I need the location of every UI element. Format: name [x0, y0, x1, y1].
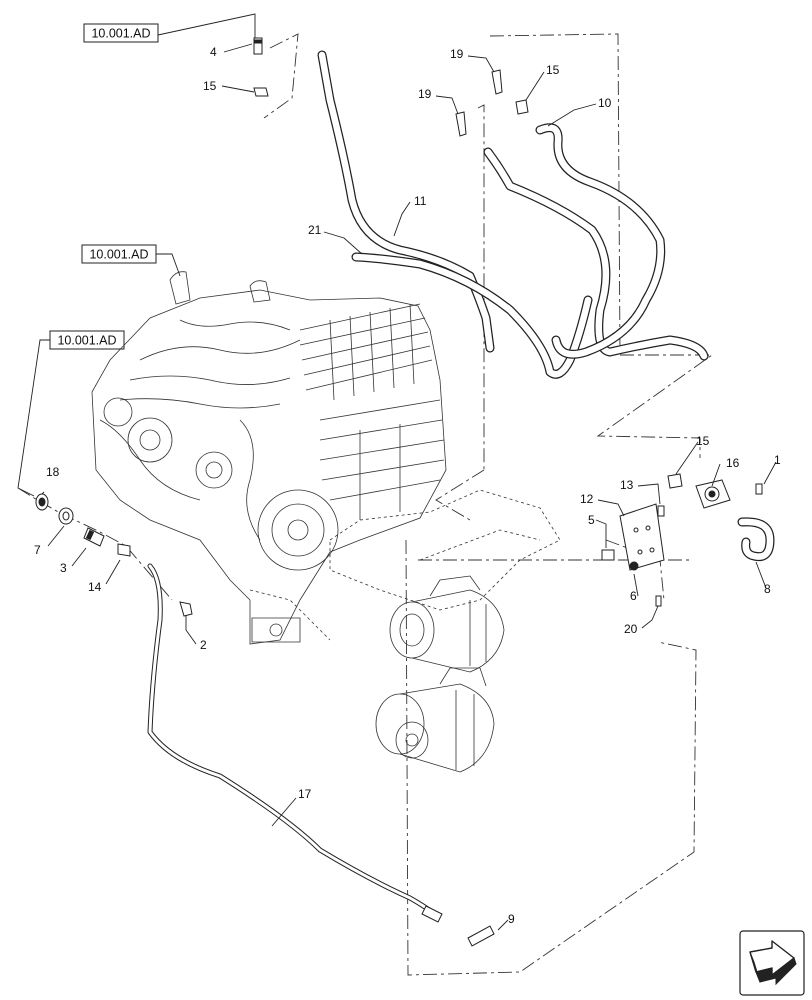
callout-15-mid: 15	[546, 63, 560, 77]
engine-assembly	[91, 271, 447, 645]
reference-box-engine-label: 10.001.AD	[89, 248, 148, 262]
callout-19-b: 19	[418, 87, 432, 101]
callout-13: 13	[620, 478, 634, 492]
leader-ref-top	[157, 13, 256, 40]
callout-15-right: 15	[696, 434, 710, 448]
part-20-screw[interactable]	[655, 595, 662, 607]
callout-15-top: 15	[203, 79, 217, 93]
part-15-clamp-right[interactable]	[667, 473, 683, 489]
callout-2: 2	[200, 638, 207, 652]
callout-10: 10	[598, 96, 612, 110]
part-7-cap[interactable]	[58, 507, 74, 525]
part-5-clip[interactable]	[601, 549, 615, 561]
callout-9: 9	[508, 912, 515, 926]
callout-5: 5	[588, 513, 595, 527]
drive-motor-upper	[389, 575, 505, 673]
leader-ref-engine	[156, 253, 181, 277]
part-1-screw[interactable]	[755, 483, 763, 495]
hose-8[interactable]	[737, 517, 775, 562]
part-19-fitting-a[interactable]	[491, 69, 503, 95]
callout-7: 7	[34, 543, 41, 557]
callout-21: 21	[308, 223, 322, 237]
callout-1: 1	[774, 453, 781, 467]
reference-box-left[interactable]: 10.001.AD	[49, 330, 125, 350]
part-4-fitting[interactable]	[253, 37, 263, 55]
drive-motor-lower	[375, 667, 495, 773]
part-19-fitting-b[interactable]	[455, 111, 467, 137]
reference-box-top-label: 10.001.AD	[91, 27, 150, 41]
part-14-clamp[interactable]	[117, 543, 131, 557]
part-13-bolt[interactable]	[657, 505, 665, 517]
part-2-elbow[interactable]	[179, 601, 193, 617]
hose-10[interactable]	[535, 123, 666, 359]
callout-12: 12	[580, 492, 594, 506]
callout-19-a: 19	[450, 47, 464, 61]
part-3-adapter[interactable]	[83, 527, 105, 547]
reference-box-left-label: 10.001.AD	[57, 334, 116, 348]
callout-4: 4	[210, 45, 217, 59]
callout-18: 18	[46, 465, 60, 479]
reference-box-top[interactable]: 10.001.AD	[83, 23, 159, 43]
callout-labels: 4 15 19 15 19 10 11 21 15 16 1 13 12 5 6…	[34, 45, 781, 926]
callout-14: 14	[88, 580, 102, 594]
part-6-nut[interactable]	[629, 561, 639, 571]
part-15-clamp-top[interactable]	[253, 87, 269, 97]
part-9-fitting[interactable]	[467, 925, 495, 947]
frame-plate	[249, 489, 561, 641]
callout-17: 17	[298, 787, 312, 801]
callout-16: 16	[726, 456, 740, 470]
callout-8: 8	[764, 582, 771, 596]
callout-20: 20	[624, 622, 638, 636]
hose-17[interactable]	[147, 563, 435, 915]
part-12-bracket[interactable]	[619, 503, 665, 571]
hose-return[interactable]	[483, 147, 709, 361]
callout-11: 11	[414, 194, 427, 208]
hose-21[interactable]	[351, 252, 593, 379]
direction-arrow-icon	[739, 930, 805, 996]
callout-6: 6	[630, 589, 637, 603]
reference-box-engine[interactable]: 10.001.AD	[81, 244, 157, 264]
hose-11[interactable]	[317, 50, 495, 353]
assembly-guide-lines	[17, 33, 714, 976]
hose-17-end-fitting	[421, 905, 443, 923]
leader-ref-left	[17, 339, 50, 497]
part-18-washer[interactable]	[35, 493, 49, 511]
part-15-clamp-mid[interactable]	[515, 99, 529, 115]
callout-3: 3	[60, 561, 67, 575]
callout-leaders	[41, 43, 777, 931]
